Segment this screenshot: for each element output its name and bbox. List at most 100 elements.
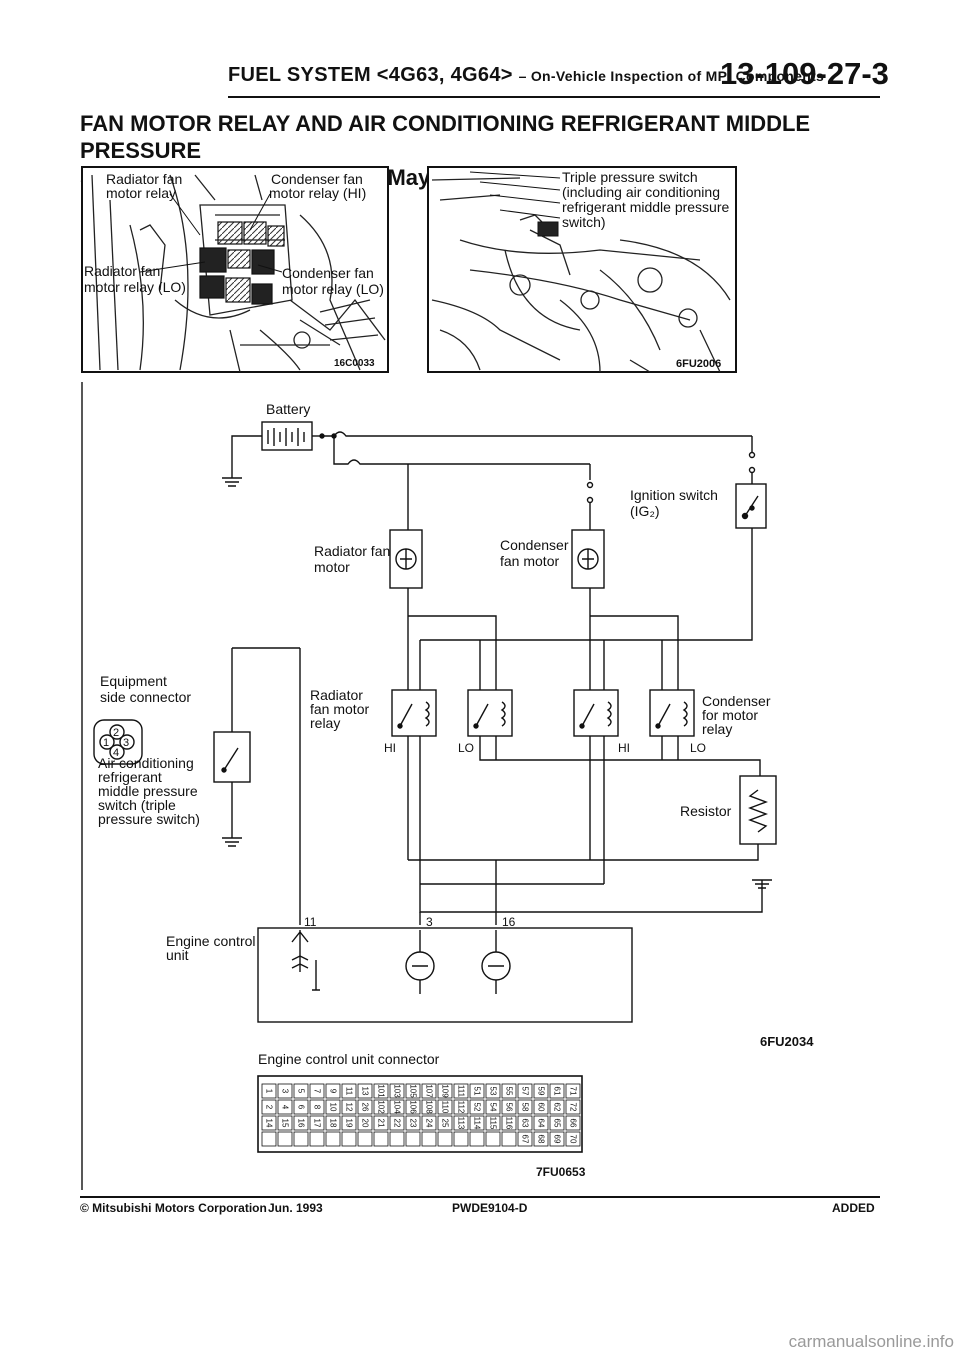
relay-condenser-lo [649, 689, 695, 737]
connector-cell [309, 1115, 325, 1131]
connector-pin-number: 107 [425, 1084, 434, 1098]
label-radiator-fan-relay-1: Radiator fan [106, 171, 182, 187]
connector-cell [437, 1099, 453, 1115]
connector-pin-number: 56 [505, 1103, 514, 1112]
connector-cell [357, 1131, 373, 1147]
connector-pin-number: 112 [457, 1101, 466, 1114]
label-ecu-1: Engine control [166, 933, 256, 949]
connector-cell [373, 1083, 389, 1099]
label-triple-switch-1: Triple pressure switch [562, 169, 698, 185]
connector-pin-number: 115 [489, 1117, 498, 1130]
relay-radiator-hi [391, 689, 437, 737]
schematic [81, 382, 777, 1190]
connector-cell [565, 1083, 581, 1099]
connector-cell [389, 1099, 405, 1115]
connector-cell [373, 1115, 389, 1131]
connector-cell [565, 1115, 581, 1131]
connector-pin-number: 103 [393, 1084, 402, 1098]
connector-cell [453, 1083, 469, 1099]
ground-symbol-1 [222, 477, 242, 487]
connector-cell [389, 1115, 405, 1131]
connector-cell [373, 1131, 389, 1147]
connector-cell [549, 1083, 565, 1099]
connector-cell [293, 1099, 309, 1115]
label-condenser-motor-1: Condenser [500, 537, 569, 553]
connector-cell [565, 1099, 581, 1115]
label-lo-1: LO [458, 741, 474, 755]
connector-cell [501, 1099, 517, 1115]
label-radiator-relay-2: fan motor [310, 701, 369, 717]
connector-pin-number: 108 [425, 1100, 434, 1114]
connector-cell [517, 1131, 533, 1147]
connector-cell [501, 1115, 517, 1131]
connector-pin-number: 62 [553, 1103, 562, 1112]
connector-pin-number: 110 [441, 1101, 450, 1114]
connector-cell [389, 1083, 405, 1099]
ecu-pin-11: 11 [304, 915, 317, 929]
engine-bay-frame [427, 166, 737, 373]
connector-pin-number: 9 [329, 1089, 338, 1094]
label-resistor: Resistor [680, 803, 732, 819]
connector-cell [261, 1099, 277, 1115]
figure-code-right: 6FU2006 [676, 358, 721, 370]
title-line-1: FAN MOTOR RELAY AND AIR CONDITIONING REF… [80, 111, 811, 163]
connector-cell [469, 1115, 485, 1131]
connector-pin-number: 11 [345, 1087, 354, 1096]
label-ac-switch-1: Air conditioning [98, 755, 194, 771]
connector-cell [485, 1099, 501, 1115]
connector-pin-number: 17 [313, 1119, 322, 1128]
footer-rule [80, 1196, 880, 1198]
watermark: carmanualsonline.info [788, 1332, 954, 1351]
connector-cell [357, 1099, 373, 1115]
connector-pin-number: 12 [345, 1103, 354, 1112]
label-radiator-relay-3: relay [310, 715, 340, 731]
triple-switch-body [537, 221, 559, 237]
connector-pin-number: 52 [473, 1103, 482, 1112]
connector-cell [533, 1099, 549, 1115]
connector-cell [517, 1099, 533, 1115]
connector-pin-number: 16 [297, 1119, 306, 1128]
connector-cell [533, 1115, 549, 1131]
connector-pin-number: 6 [297, 1105, 306, 1110]
connector-cell [405, 1131, 421, 1147]
label-condenser-fan-relay-1: Condenser fan [271, 171, 363, 187]
label-equipment-connector-2: side connector [100, 689, 191, 705]
label-triple-switch-3: refrigerant middle pressure [562, 199, 730, 215]
connector-cell [421, 1131, 437, 1147]
footer-code: PWDE9104-D [452, 1201, 528, 1215]
fan-power-wire [333, 436, 590, 465]
connector-cell [517, 1083, 533, 1099]
page-number: 13-109-27-3 [720, 56, 889, 91]
connector-pin-number: 18 [329, 1119, 338, 1128]
connector-pin-number: 23 [409, 1119, 418, 1128]
label-ac-switch-5: pressure switch) [98, 811, 200, 827]
connector-cell [453, 1099, 469, 1115]
connector-cell [261, 1115, 277, 1131]
ignition-output-wire [420, 528, 753, 641]
section-title: FUEL SYSTEM <4G63, 4G64> [228, 64, 513, 86]
connector-pin-number: 68 [537, 1135, 546, 1144]
connector-pin-number: 13 [361, 1087, 370, 1096]
connector-pin-number: 111 [457, 1085, 466, 1098]
connector-pin-number: 59 [537, 1087, 546, 1096]
schematic-labels: Battery Ignition switch (IG₂) Radiator f… [98, 401, 814, 1049]
engine-bay-labels: Triple pressure switch (including air co… [562, 169, 730, 370]
connector-pin-number: 2 [265, 1105, 274, 1110]
connector-pin-number: 24 [425, 1119, 434, 1128]
connector-cell [565, 1131, 581, 1147]
connector-cell [405, 1115, 421, 1131]
connector-cell [469, 1131, 485, 1147]
connector-pin-number: 104 [393, 1100, 402, 1114]
engine-bay-leaders [469, 171, 561, 219]
connector-cell [517, 1115, 533, 1131]
header-rule [228, 96, 880, 98]
connector-pin-number: 114 [473, 1117, 482, 1130]
label-radiator-motor-1: Radiator fan [314, 543, 390, 559]
label-condenser-fan-relay-2: motor relay (HI) [269, 185, 366, 201]
connector-cell [293, 1083, 309, 1099]
connector-cell [357, 1115, 373, 1131]
connector-cell [421, 1115, 437, 1131]
connector-cell [437, 1131, 453, 1147]
connector-cell [549, 1115, 565, 1131]
connector-pin-number: 101 [377, 1084, 386, 1098]
